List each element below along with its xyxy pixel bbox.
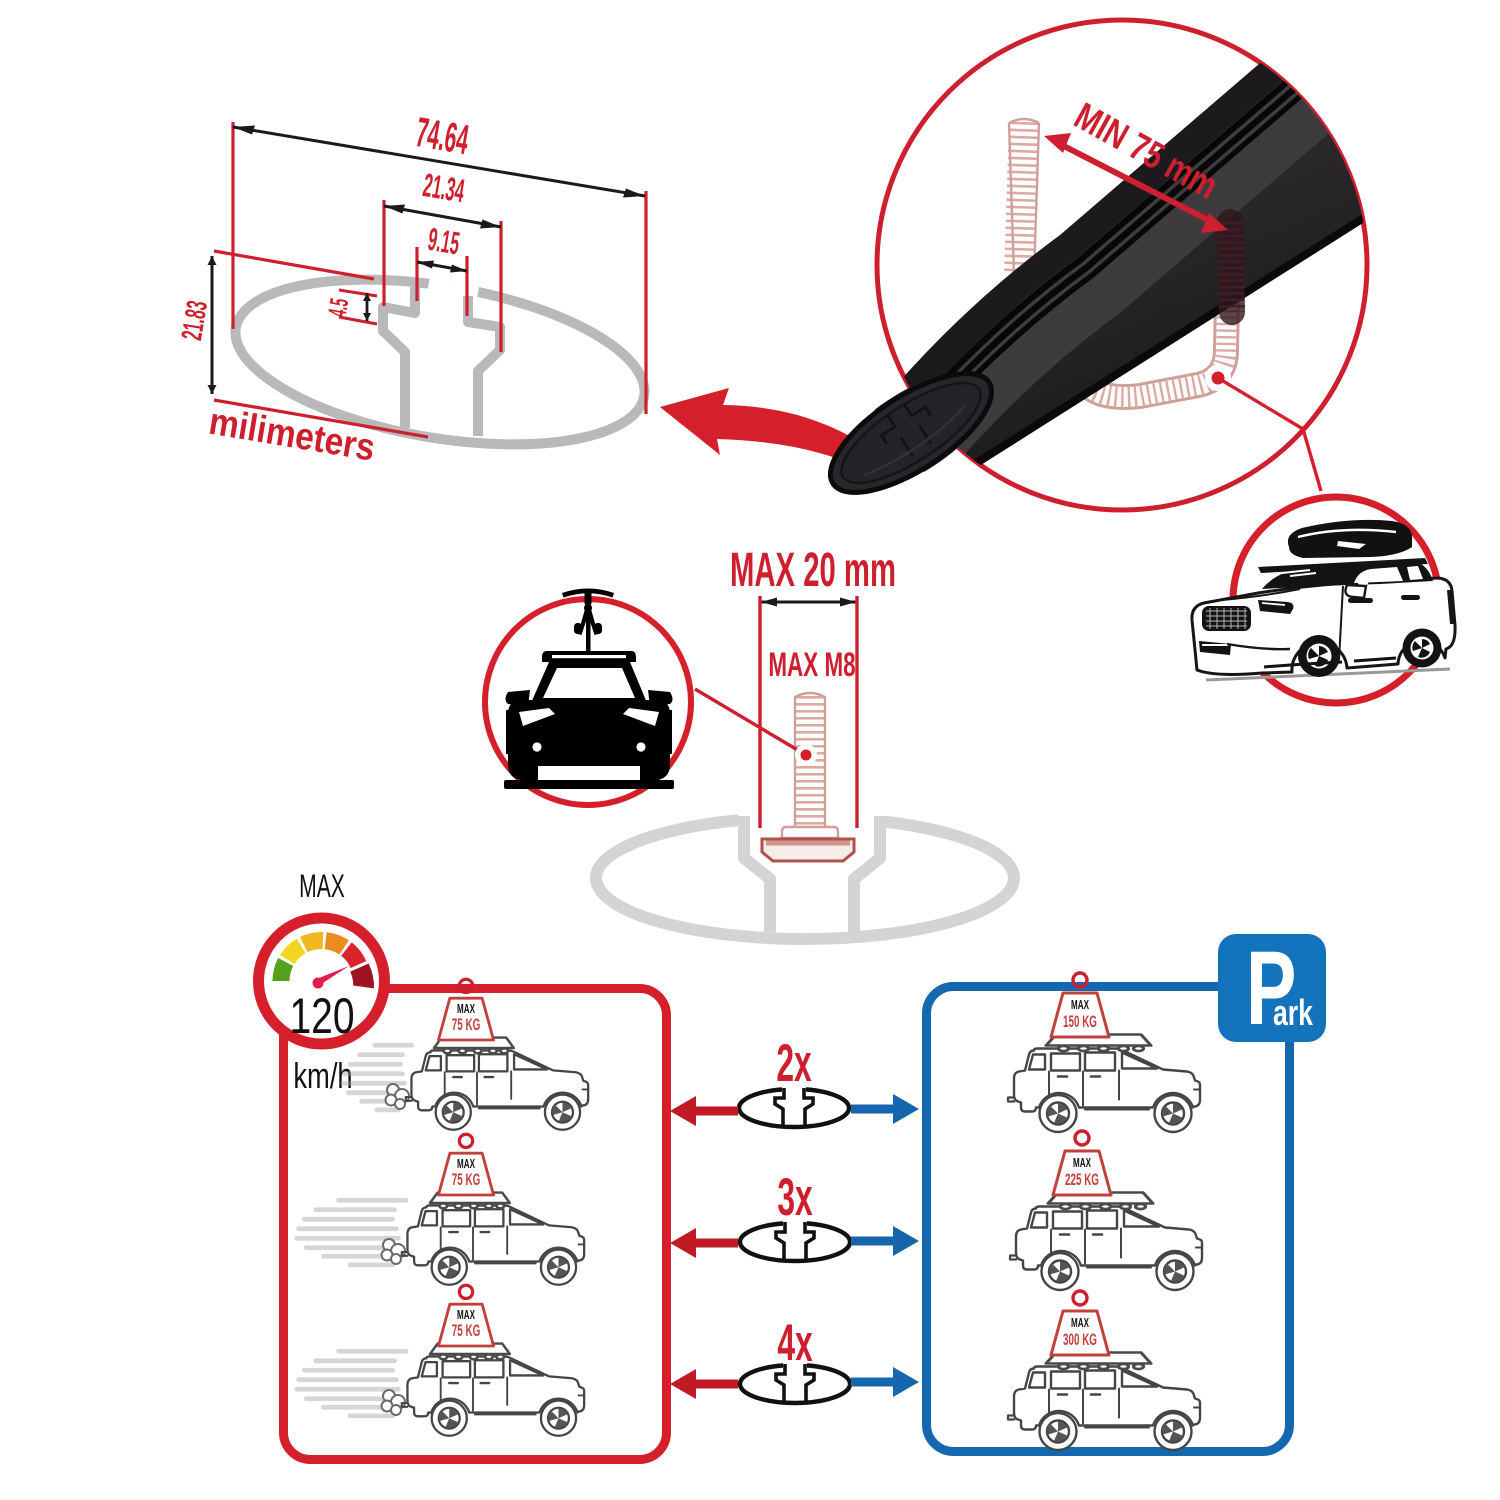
- svg-text:300 KG: 300 KG: [1063, 1329, 1097, 1349]
- svg-text:MAX 20 mm: MAX 20 mm: [730, 544, 896, 597]
- svg-text:MAX: MAX: [457, 1157, 475, 1171]
- svg-text:km/h: km/h: [293, 1055, 352, 1096]
- svg-text:74.64: 74.64: [412, 109, 472, 164]
- svg-text:MAX: MAX: [299, 867, 345, 904]
- svg-text:75 KG: 75 KG: [452, 1169, 480, 1189]
- svg-text:120: 120: [289, 987, 354, 1044]
- svg-text:P: P: [1246, 930, 1296, 1047]
- svg-text:4.5: 4.5: [323, 296, 355, 319]
- svg-text:21.83: 21.83: [175, 298, 213, 342]
- svg-text:21.34: 21.34: [420, 166, 467, 210]
- svg-text:2x: 2x: [776, 1034, 811, 1093]
- svg-text:MAX: MAX: [1071, 998, 1089, 1012]
- svg-text:150 KG: 150 KG: [1063, 1011, 1097, 1031]
- svg-text:MAX: MAX: [1073, 1156, 1091, 1170]
- svg-text:9.15: 9.15: [425, 222, 462, 262]
- svg-text:3x: 3x: [777, 1168, 812, 1227]
- svg-text:MAX: MAX: [457, 1308, 475, 1322]
- svg-text:MAX: MAX: [1071, 1316, 1089, 1330]
- svg-text:75 KG: 75 KG: [452, 1320, 480, 1340]
- svg-text:75 KG: 75 KG: [452, 1014, 480, 1034]
- svg-text:MAX M8: MAX M8: [768, 646, 855, 684]
- svg-text:MAX: MAX: [457, 1002, 475, 1016]
- svg-text:ark: ark: [1273, 992, 1313, 1033]
- svg-text:225 KG: 225 KG: [1065, 1169, 1099, 1189]
